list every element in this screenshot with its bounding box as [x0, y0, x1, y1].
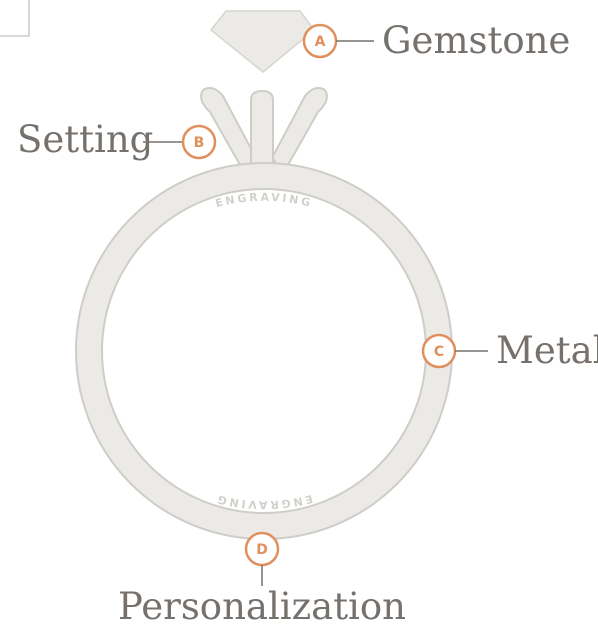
ring-band-fill: [89, 176, 439, 526]
label-personalization: Personalization: [118, 585, 406, 626]
callout-gemstone: A Gemstone: [304, 19, 570, 62]
label-gemstone: Gemstone: [382, 19, 570, 62]
badge-a-letter: A: [315, 34, 326, 50]
gemstone-shape: [211, 11, 314, 72]
badge-b-letter: B: [194, 135, 205, 151]
setting-prongs: [201, 88, 327, 172]
callout-personalization: D Personalization: [118, 533, 406, 626]
callout-setting: Setting B: [17, 118, 215, 161]
label-setting: Setting: [17, 118, 153, 161]
label-metal: Metal: [496, 329, 598, 372]
badge-d-letter: D: [256, 542, 268, 558]
badge-c-letter: C: [434, 344, 444, 360]
corner-frame: [0, 0, 29, 36]
